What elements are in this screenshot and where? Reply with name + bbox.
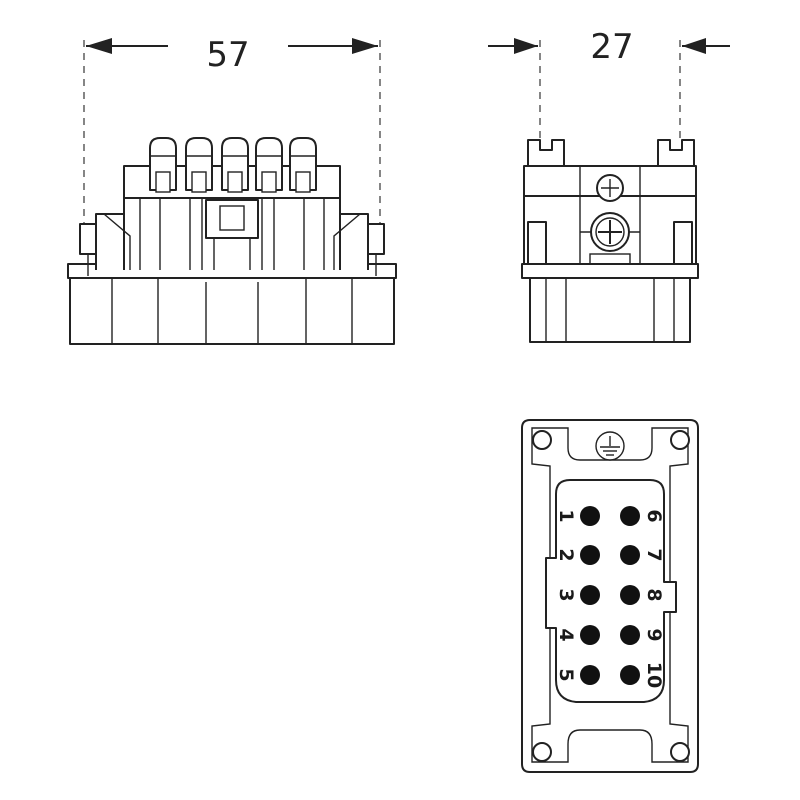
pin-label: 1 bbox=[555, 509, 577, 522]
mount-hole-icon bbox=[532, 742, 552, 762]
pin-contact bbox=[620, 665, 640, 685]
pin-face-view: 1 2 3 4 5 6 7 8 9 10 bbox=[521, 419, 699, 773]
left-latch bbox=[79, 213, 131, 276]
ground-icon bbox=[595, 431, 625, 461]
pin-label: 3 bbox=[555, 588, 577, 601]
pin-label: 5 bbox=[555, 668, 577, 681]
mount-hole-icon bbox=[670, 430, 690, 450]
pin-contact bbox=[580, 545, 600, 565]
pin-label: 7 bbox=[643, 548, 665, 561]
front-view bbox=[67, 137, 397, 345]
pin-contact bbox=[620, 585, 640, 605]
pin-contact bbox=[620, 545, 640, 565]
arrow-left-icon bbox=[86, 38, 112, 54]
dimension-depth: 27 bbox=[488, 27, 730, 140]
dimension-depth-label: 27 bbox=[590, 27, 633, 67]
pin-label: 9 bbox=[643, 628, 665, 641]
pin-contact bbox=[580, 665, 600, 685]
arrow-in-left-icon bbox=[514, 38, 538, 54]
terminal-screws bbox=[149, 137, 317, 193]
pin-contact bbox=[580, 585, 600, 605]
pin-contact bbox=[580, 506, 600, 526]
arrow-right-icon bbox=[352, 38, 378, 54]
arrow-in-right-icon bbox=[682, 38, 706, 54]
mount-hole-icon bbox=[670, 742, 690, 762]
pin-label: 2 bbox=[555, 548, 577, 561]
side-view bbox=[521, 139, 699, 343]
pin-label: 10 bbox=[643, 662, 665, 688]
pin-contact bbox=[620, 506, 640, 526]
pin-label: 6 bbox=[643, 509, 665, 522]
mount-hole-icon bbox=[532, 430, 552, 450]
dimension-width-label: 57 bbox=[206, 35, 249, 75]
pin-label: 4 bbox=[555, 628, 577, 641]
pin-contact bbox=[580, 625, 600, 645]
pin-contacts bbox=[580, 506, 640, 685]
pin-labels: 1 2 3 4 5 6 7 8 9 10 bbox=[555, 509, 665, 688]
pin-contact bbox=[620, 625, 640, 645]
dimension-width: 57 bbox=[83, 35, 381, 240]
right-latch bbox=[333, 213, 385, 276]
pin-label: 8 bbox=[643, 588, 665, 601]
